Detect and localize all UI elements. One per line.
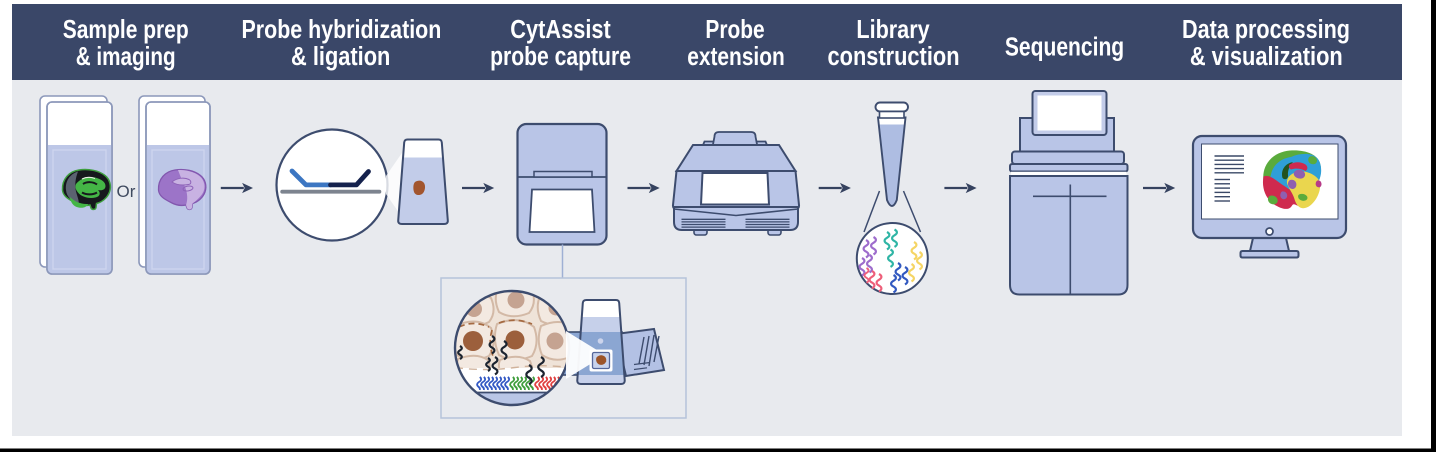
svg-text:Probe: Probe xyxy=(705,15,764,43)
svg-text:construction: construction xyxy=(827,44,959,72)
svg-text:probe capture: probe capture xyxy=(490,42,631,70)
svg-text:Library: Library xyxy=(856,16,930,44)
svg-text:Sequencing: Sequencing xyxy=(1005,33,1124,61)
svg-text:Data processing: Data processing xyxy=(1182,16,1350,44)
svg-text:& visualization: & visualization xyxy=(1190,44,1343,72)
svg-text:Or: Or xyxy=(117,182,136,201)
svg-text:Probe hybridization: Probe hybridization xyxy=(242,15,442,43)
svg-text:Sample prep: Sample prep xyxy=(63,15,189,43)
svg-text:& ligation: & ligation xyxy=(291,44,390,72)
svg-text:CytAssist: CytAssist xyxy=(510,16,611,44)
svg-text:extension: extension xyxy=(687,42,785,70)
svg-text:& imaging: & imaging xyxy=(76,42,176,71)
